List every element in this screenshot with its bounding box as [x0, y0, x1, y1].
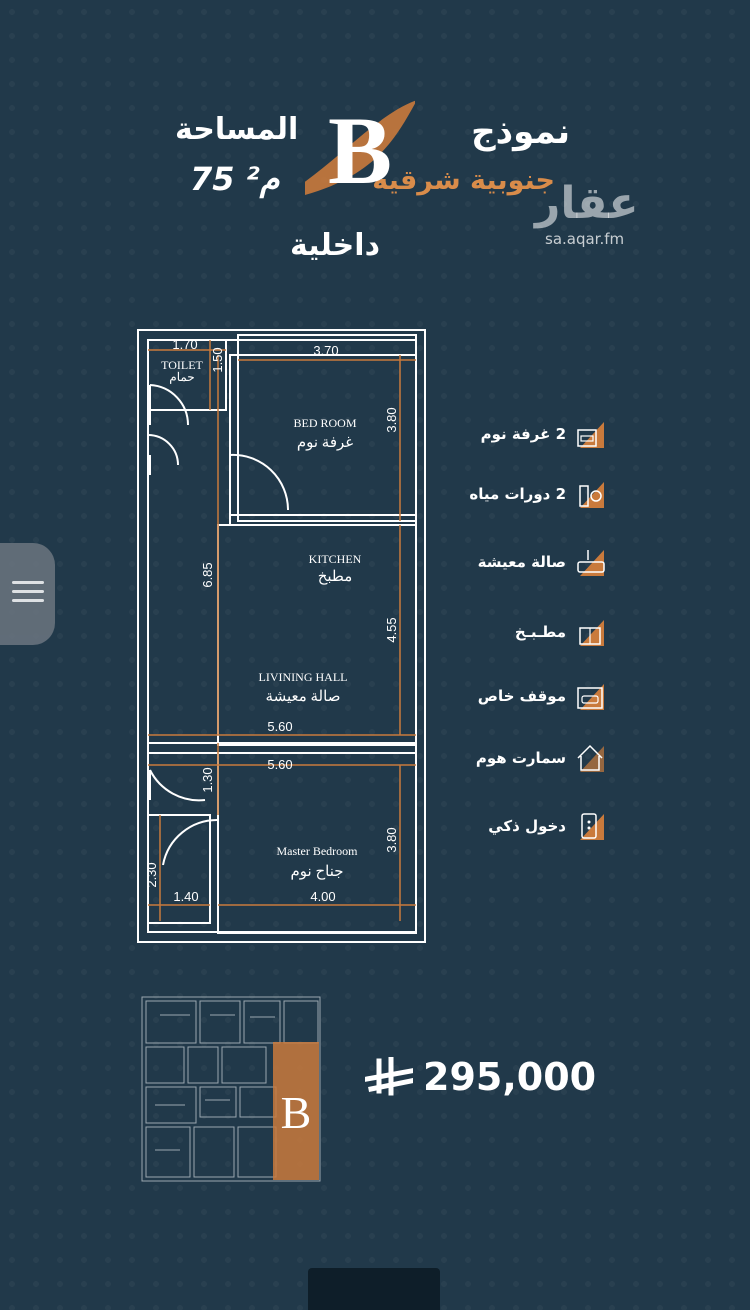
dim-bath2-width: 1.40: [173, 889, 198, 904]
model-letter: B: [328, 97, 392, 204]
dim-living-width: 5.60: [267, 719, 292, 734]
feature-living-room: صالة معيشة: [478, 542, 610, 582]
menu-line-icon: [12, 581, 44, 584]
dim-total-height: 6.85: [200, 562, 215, 587]
living-room-icon: [577, 550, 605, 576]
building-key-plan: B: [141, 996, 321, 1182]
parking-icon: [577, 684, 604, 710]
watermark-logo: عقار: [535, 178, 639, 229]
room-kitchen-en: KITCHEN: [309, 552, 362, 566]
area-value: 75 م²: [190, 160, 280, 198]
room-master-en: Master Bedroom: [277, 844, 359, 858]
room-bedroom-ar: غرفة نوم: [297, 435, 353, 451]
room-kitchen-ar: مطبخ: [318, 569, 353, 585]
room-toilet-en: TOILET: [161, 358, 203, 372]
floor-plan: 1.70 1.50 3.70 3.80 6.85 4.55 5.60 1.30 …: [137, 329, 426, 943]
dim-entry-height: 1.30: [200, 767, 215, 792]
dim-master-height: 3.80: [384, 827, 399, 852]
dim-bedroom-width: 3.70: [313, 343, 338, 358]
price-value: 295,000: [423, 1055, 597, 1099]
feature-bathrooms: 2 دورات مياه: [469, 474, 610, 514]
feature-label: صالة معيشة: [477, 553, 566, 571]
feature-label: 2 دورات مياه: [469, 485, 566, 503]
dim-living-height: 4.55: [384, 617, 399, 642]
model-letter-badge: B: [305, 97, 415, 204]
kitchen-icon: [579, 620, 604, 646]
room-bedroom-en: BED ROOM: [293, 416, 356, 430]
feature-label: موقف خاص: [477, 687, 566, 705]
smart-home-icon: [577, 744, 604, 772]
highlight-letter: B: [281, 1087, 312, 1138]
dim-toilet-height: 1.50: [210, 347, 225, 372]
dim-master-width: 4.00: [310, 889, 335, 904]
feature-bedrooms: 2 غرفة نوم: [481, 414, 610, 454]
side-menu-handle[interactable]: [0, 543, 55, 645]
feature-label: سمارت هوم: [475, 749, 566, 767]
dim-bath2-height: 2.30: [144, 862, 159, 887]
feature-kitchen: مطـبـخ: [515, 612, 610, 652]
feature-label: مطـبـخ: [514, 623, 566, 641]
room-master-ar: جناح نوم: [290, 864, 343, 880]
feature-label: 2 غرفة نوم: [480, 425, 566, 443]
menu-line-icon: [12, 599, 44, 602]
price: 295,000: [365, 1055, 596, 1099]
smart-entry-icon: [580, 813, 604, 840]
feature-label: دخول ذكي: [488, 817, 566, 835]
feature-smart-home: سمارت هوم: [476, 738, 610, 778]
orientation-label: جنوبية شرقية: [372, 165, 555, 196]
bottom-tab-bar[interactable]: [308, 1268, 440, 1310]
area-label: المساحة: [175, 112, 299, 147]
model-label: نموذج: [471, 112, 570, 152]
dim-master-outer-width: 5.60: [267, 757, 292, 772]
bedroom-icon: [577, 422, 604, 448]
feature-parking: موقف خاص: [478, 676, 610, 716]
room-living-en: LIVINING HALL: [259, 670, 348, 684]
dim-bedroom-height: 3.80: [384, 407, 399, 432]
unit-type-label: داخلية: [290, 228, 380, 263]
feature-smart-entry: دخول ذكي: [488, 806, 610, 846]
saudi-riyal-icon: [365, 1057, 413, 1096]
menu-line-icon: [12, 590, 44, 593]
bathroom-icon: [579, 482, 604, 508]
room-toilet-ar: حمام: [169, 370, 194, 384]
room-living-ar: صالة معيشة: [266, 689, 341, 705]
dim-toilet-width: 1.70: [172, 337, 197, 352]
watermark-url: sa.aqar.fm: [545, 230, 625, 248]
